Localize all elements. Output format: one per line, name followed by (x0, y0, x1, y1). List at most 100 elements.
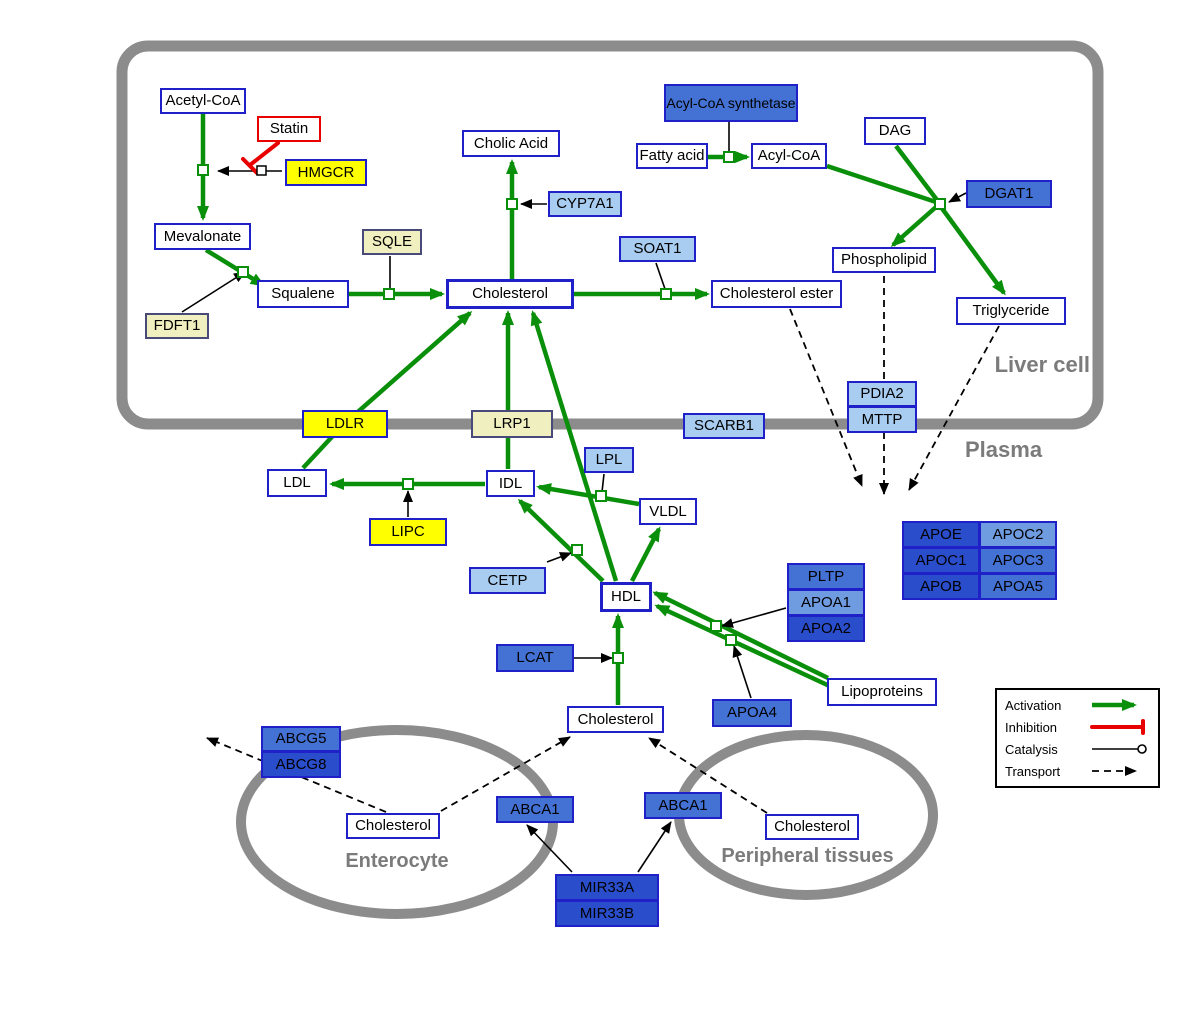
node-cyp7a1[interactable]: CYP7A1 (548, 191, 622, 217)
junction-lpl (595, 490, 607, 502)
node-squalene[interactable]: Squalene (257, 280, 349, 308)
node-cholesterol-peripheral[interactable]: Cholesterol (765, 814, 859, 840)
junction-apoa1-stack (710, 620, 722, 632)
transport-enterocyte-cholesterol-plasma (440, 736, 571, 812)
legend-inhibition-symbol (1090, 719, 1145, 735)
edge-vldl-idl (536, 483, 640, 507)
edge-statin-inhibits-hmgcr (248, 141, 280, 167)
node-apoc3[interactable]: APOC3 (979, 547, 1057, 574)
liver-cell-outline (116, 40, 1104, 430)
edge-lipoproteins-hdl-a (652, 590, 829, 681)
node-cholesterol-enterocyte[interactable]: Cholesterol (346, 813, 440, 839)
legend-inhibition-label: Inhibition (1005, 719, 1058, 735)
node-abca1-enterocyte[interactable]: ABCA1 (496, 796, 574, 823)
node-cholic-acid[interactable]: Cholic Acid (462, 130, 560, 157)
line-mir33-abca1-left (526, 824, 573, 873)
node-cetp[interactable]: CETP (469, 567, 546, 594)
node-ldl[interactable]: LDL (267, 469, 327, 497)
node-cholesterol-plasma[interactable]: Cholesterol (567, 706, 664, 733)
node-dag[interactable]: DAG (864, 117, 926, 145)
edge-lipoproteins-hdl-b (654, 603, 837, 692)
node-mir33b[interactable]: MIR33B (555, 900, 659, 927)
node-acyl-coa[interactable]: Acyl-CoA (751, 143, 827, 169)
node-hdl[interactable]: HDL (600, 582, 652, 612)
legend-row-inhibition: Inhibition (1005, 717, 1150, 737)
node-apob[interactable]: APOB (902, 573, 980, 600)
node-scarb1[interactable]: SCARB1 (683, 413, 765, 439)
node-triglyceride[interactable]: Triglyceride (956, 297, 1066, 325)
edge-hdl-idl (517, 498, 605, 583)
edge-hdl-liver-cholesterol (530, 310, 619, 582)
node-lipoproteins[interactable]: Lipoproteins (827, 678, 937, 706)
node-abcg8[interactable]: ABCG8 (261, 751, 341, 778)
node-apoa1[interactable]: APOA1 (787, 589, 865, 616)
node-lpl[interactable]: LPL (584, 447, 634, 473)
line-soat1-catalysis (655, 262, 666, 290)
legend-row-catalysis: Catalysis (1005, 739, 1150, 759)
node-lcat[interactable]: LCAT (496, 644, 574, 672)
node-hmgcr[interactable]: HMGCR (285, 159, 367, 186)
node-apoc2[interactable]: APOC2 (979, 521, 1057, 548)
node-vldl[interactable]: VLDL (639, 498, 697, 525)
node-ldlr[interactable]: LDLR (302, 410, 388, 438)
legend-catalysis-symbol (1092, 744, 1147, 754)
node-statin[interactable]: Statin (257, 116, 321, 142)
node-pdia2[interactable]: PDIA2 (847, 381, 917, 407)
node-acyl-coa-synthetase[interactable]: Acyl-CoA synthetase (664, 84, 798, 122)
node-fdft1[interactable]: FDFT1 (145, 313, 209, 339)
node-abcg5[interactable]: ABCG5 (261, 726, 341, 752)
peripheral-tissues-label: Peripheral tissues (721, 845, 894, 867)
node-pltp[interactable]: PLTP (787, 563, 865, 590)
junction-cyp7a1 (506, 198, 518, 210)
line-cetp-catalysis (546, 552, 572, 563)
liver-cell-label: Liver cell (994, 352, 1090, 377)
line-dgat1-catalysis (948, 192, 967, 203)
junction-dgat1 (934, 198, 946, 210)
node-soat1[interactable]: SOAT1 (619, 236, 696, 262)
node-mttp[interactable]: MTTP (847, 406, 917, 433)
edge-junction-triglyceride (939, 205, 1006, 296)
legend-transport-label: Transport (1005, 763, 1061, 779)
node-abca1-peripheral[interactable]: ABCA1 (644, 792, 722, 819)
junction-sqle (383, 288, 395, 300)
edge-mevalonate-squalene (204, 248, 266, 287)
node-fatty-acid[interactable]: Fatty acid (636, 143, 708, 169)
node-lrp1[interactable]: LRP1 (471, 410, 553, 438)
node-mevalonate[interactable]: Mevalonate (154, 223, 251, 250)
enterocyte-label: Enterocyte (345, 850, 449, 872)
node-cholesterol-ester[interactable]: Cholesterol ester (711, 280, 842, 308)
plasma-label: Plasma (965, 437, 1043, 462)
catalysis-point-hmgcr (256, 165, 267, 176)
legend-transport-symbol (1092, 766, 1137, 776)
edge-dag-dgat-junction (894, 144, 939, 202)
legend-activation-symbol (1092, 699, 1137, 711)
junction-apoa4 (725, 634, 737, 646)
node-dgat1[interactable]: DGAT1 (966, 180, 1052, 208)
node-phospholipid[interactable]: Phospholipid (832, 247, 936, 273)
junction-fdft1 (237, 266, 249, 278)
line-mir33-abca1-right (637, 821, 672, 873)
legend-activation-label: Activation (1005, 697, 1062, 713)
node-apoe[interactable]: APOE (902, 521, 980, 548)
node-apoa4[interactable]: APOA4 (712, 699, 792, 727)
line-apoa1-stack-regulation (721, 607, 787, 628)
edge-acylcoa-dgat-junction (826, 163, 937, 205)
edge-statin-inhibition-bar (241, 157, 259, 175)
node-lipc[interactable]: LIPC (369, 518, 447, 546)
node-apoc1[interactable]: APOC1 (902, 547, 980, 574)
node-idl[interactable]: IDL (486, 470, 535, 497)
transport-cholesterylester-plasma (789, 308, 863, 487)
line-apoa4-regulation (732, 645, 752, 699)
node-mir33a[interactable]: MIR33A (555, 874, 659, 901)
node-acetyl-coa[interactable]: Acetyl-CoA (160, 88, 246, 114)
node-apoa2[interactable]: APOA2 (787, 615, 865, 642)
legend-row-activation: Activation (1005, 695, 1150, 715)
node-apoa5[interactable]: APOA5 (979, 573, 1057, 600)
junction-hmgcr (197, 164, 209, 176)
junction-lipc (402, 478, 414, 490)
node-sqle[interactable]: SQLE (362, 229, 422, 255)
edge-ldl-ldlr-cholesterol (301, 311, 473, 470)
node-cholesterol-liver[interactable]: Cholesterol (446, 279, 574, 309)
